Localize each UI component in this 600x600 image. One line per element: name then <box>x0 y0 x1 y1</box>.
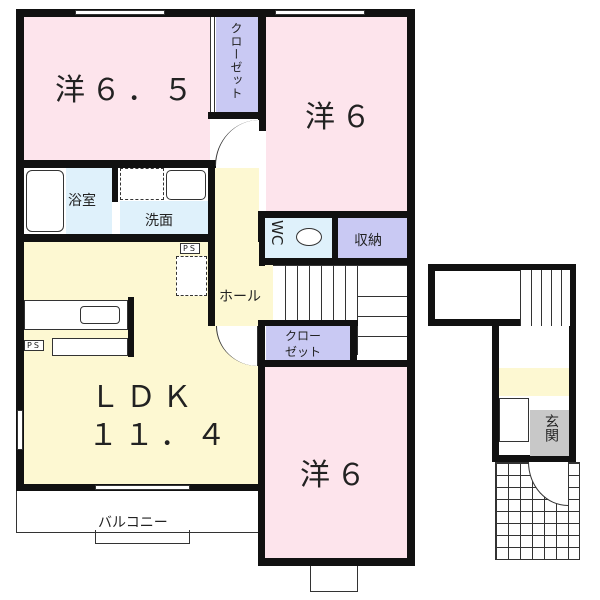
stair-step <box>309 266 310 355</box>
washer-space <box>120 168 164 200</box>
ps-box-2: PS <box>24 340 44 351</box>
closet-top-wall <box>208 112 260 119</box>
wall-closet-bottom-top <box>258 320 358 326</box>
wall-bedroom-bottom-top <box>258 360 415 367</box>
wall-bath-bottom <box>16 234 216 242</box>
closet-top[interactable] <box>216 17 258 114</box>
room-washroom[interactable] <box>120 201 208 234</box>
wall-closet-bottom-right <box>350 320 357 360</box>
wall-hall-right <box>258 211 265 266</box>
outer-wall-right <box>407 9 415 566</box>
room-bath[interactable] <box>66 168 112 234</box>
outer-wall-left <box>16 9 24 491</box>
room-western-6-bottom[interactable] <box>265 367 407 558</box>
wall-bedroom-bottom <box>258 558 415 566</box>
room-washroom-label: 洗面 <box>145 213 173 229</box>
kitchen-counter-lower <box>52 338 128 356</box>
stair-step <box>297 266 298 355</box>
stair-landing-line <box>357 316 407 317</box>
room-storage-label: 収納 <box>354 233 382 249</box>
window-top-left <box>75 10 165 15</box>
stair-landing-line <box>357 336 407 337</box>
wall-wc-bottom <box>258 258 415 265</box>
kitchen-sink <box>80 306 120 324</box>
wall-between-bedrooms <box>258 9 266 131</box>
wall-bath-wash <box>112 168 118 202</box>
room-western-6-bottom-label: 洋６ <box>300 458 372 493</box>
room-western-6-5[interactable] <box>24 17 210 160</box>
stair-step <box>357 266 358 355</box>
stair-landing-line <box>357 296 407 297</box>
window-ldk-bottom <box>95 485 190 490</box>
balcony-bay <box>95 530 190 544</box>
room-western-6-5-label: 洋６．５ <box>55 73 199 108</box>
stair-step <box>345 266 346 355</box>
wall-wc-top <box>258 211 415 218</box>
wall-bedroom-bottom-left <box>258 320 265 566</box>
closet-bottom[interactable] <box>266 326 350 360</box>
stair-step <box>285 266 286 355</box>
room-bath-label: 浴室 <box>68 193 96 209</box>
room-ldk-name: ＬＤＫ <box>90 380 198 415</box>
stair-step <box>531 270 532 370</box>
window-ldk-left <box>17 410 23 450</box>
stair-step <box>561 270 562 370</box>
balcony[interactable] <box>16 491 259 533</box>
hall-door-top[interactable] <box>215 120 259 166</box>
room-western-6-top-label: 洋６ <box>305 100 377 135</box>
ps-box-1: PS <box>180 243 200 254</box>
door-bedroom-bottom[interactable] <box>310 566 358 592</box>
closet-top-divider <box>210 17 215 114</box>
kitchen-wall <box>128 297 134 357</box>
room-entrance-label: 玄関 <box>543 414 559 442</box>
stair-step <box>551 270 552 370</box>
room-ldk-size: １１．４ <box>88 418 232 453</box>
stair-step <box>333 266 334 355</box>
window-top-right <box>275 10 365 15</box>
bathtub <box>26 170 64 232</box>
wall-wc-storage <box>332 218 338 258</box>
toilet <box>296 228 322 246</box>
wall-bath-top <box>16 160 216 168</box>
room-western-6-top[interactable] <box>266 17 407 211</box>
room-wc-label: WC <box>268 220 286 246</box>
closet-bottom-label-2: ゼット <box>285 345 322 359</box>
shoe-cabinet <box>499 398 529 442</box>
wall-ldk-hall <box>208 242 215 326</box>
room-hall-label: ホール <box>219 289 261 305</box>
closet-bottom-label-1: クロー <box>285 329 322 343</box>
stair-step <box>541 270 542 370</box>
wall-wash-right <box>208 160 215 240</box>
room-storage[interactable] <box>338 218 407 258</box>
closet-top-label: クローゼット <box>229 22 243 100</box>
stair-step <box>321 266 322 355</box>
balcony-label: バルコニー <box>98 515 168 531</box>
entrance-hall <box>499 368 569 396</box>
ps-shaft <box>176 256 207 296</box>
room-entrance[interactable] <box>530 410 569 456</box>
wash-basin <box>166 170 206 200</box>
outer-wall-top <box>16 9 415 17</box>
